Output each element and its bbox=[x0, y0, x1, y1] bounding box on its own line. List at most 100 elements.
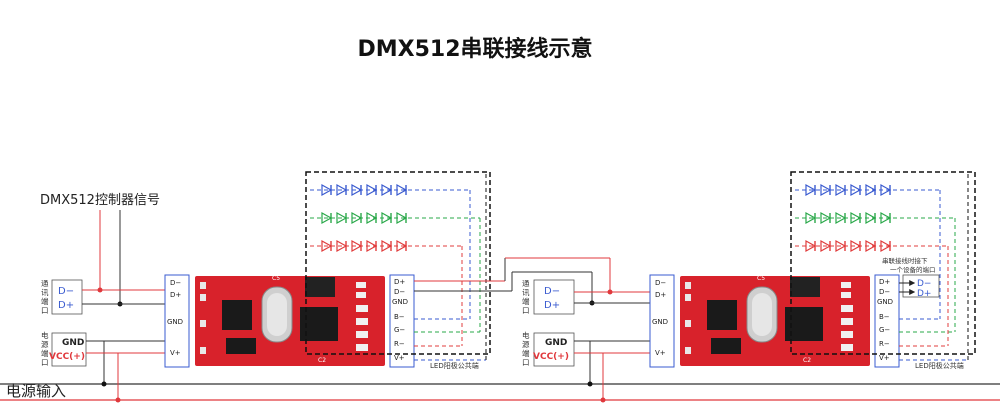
svg-text:D+: D+ bbox=[879, 278, 890, 286]
svg-text:R−: R− bbox=[879, 340, 890, 348]
led-diode-green-left bbox=[351, 211, 363, 225]
led-diode-green-left bbox=[396, 211, 408, 225]
svg-text:端: 端 bbox=[41, 348, 49, 358]
svg-text:D−: D− bbox=[170, 279, 181, 287]
power-port-label-right: 电 源 端 口 bbox=[522, 330, 530, 367]
svg-text:V+: V+ bbox=[879, 354, 890, 362]
svg-text:V+: V+ bbox=[655, 349, 666, 357]
led-diode-green-left bbox=[366, 211, 378, 225]
decoder-board-right: C5 C2 bbox=[680, 275, 870, 366]
svg-text:端: 端 bbox=[522, 348, 530, 358]
svg-text:口: 口 bbox=[41, 358, 49, 367]
led-diode-red-right bbox=[880, 239, 892, 253]
led-diode-green-left bbox=[336, 211, 348, 225]
led-diode-blue-right bbox=[850, 183, 862, 197]
led-diode-red-left bbox=[336, 239, 348, 253]
led-diode-blue-left bbox=[396, 183, 408, 197]
led-diode-green-left bbox=[381, 211, 393, 225]
svg-text:端: 端 bbox=[522, 296, 530, 306]
svg-text:C5: C5 bbox=[272, 275, 280, 282]
left-unit: 通 讯 端 口 D− D+ 电 源 端 口 GND VCC(+) D− D+ G… bbox=[41, 171, 491, 370]
svg-text:源: 源 bbox=[41, 340, 49, 349]
svg-text:GND: GND bbox=[652, 318, 668, 326]
led-diode-green-right bbox=[865, 211, 877, 225]
svg-text:D+: D+ bbox=[655, 291, 666, 299]
svg-text:电: 电 bbox=[41, 330, 49, 340]
svg-text:V+: V+ bbox=[170, 349, 181, 357]
led-diode-blue-left bbox=[336, 183, 348, 197]
svg-text:C5: C5 bbox=[757, 275, 765, 282]
led-diode-red-right bbox=[865, 239, 877, 253]
serial-note-line-2: 一个设备的端口 bbox=[890, 265, 936, 274]
svg-text:G−: G− bbox=[879, 326, 890, 334]
svg-text:GND: GND bbox=[545, 338, 567, 348]
svg-text:G−: G− bbox=[394, 326, 405, 334]
led-diode-blue-right bbox=[880, 183, 892, 197]
led-diode-red-right bbox=[820, 239, 832, 253]
svg-text:D−: D− bbox=[879, 288, 890, 296]
svg-text:讯: 讯 bbox=[522, 288, 530, 297]
d-plus-label: D+ bbox=[58, 300, 74, 311]
svg-text:R−: R− bbox=[394, 340, 405, 348]
svg-text:口: 口 bbox=[522, 358, 530, 367]
led-diode-green-right bbox=[805, 211, 817, 225]
led-string-blue-right bbox=[795, 189, 941, 320]
led-diode-red-left bbox=[381, 239, 393, 253]
power-port-label-left: 电 源 端 口 bbox=[41, 330, 49, 367]
svg-text:口: 口 bbox=[41, 306, 49, 315]
svg-text:D−: D− bbox=[544, 286, 560, 297]
led-common-anode-label-right: LED阳极公共端 bbox=[915, 361, 964, 370]
led-string-green-left bbox=[310, 217, 481, 333]
svg-text:电: 电 bbox=[522, 330, 530, 340]
svg-text:D+: D+ bbox=[170, 291, 181, 299]
led-diode-blue-right bbox=[865, 183, 877, 197]
right-unit: 通 讯 端 口 D− D+ 电 源 端 口 GND VCC(+) D− D+ G… bbox=[522, 171, 976, 370]
led-string-red-right bbox=[795, 245, 949, 347]
led-diode-red-left bbox=[351, 239, 363, 253]
led-diode-red-left bbox=[321, 239, 333, 253]
svg-text:GND: GND bbox=[877, 298, 893, 306]
led-diode-green-right bbox=[835, 211, 847, 225]
led-diode-red-left bbox=[366, 239, 378, 253]
led-diode-green-right bbox=[850, 211, 862, 225]
led-diode-green-left bbox=[321, 211, 333, 225]
svg-text:D+: D+ bbox=[917, 289, 931, 299]
svg-text:源: 源 bbox=[522, 340, 530, 349]
svg-text:VCC(+): VCC(+) bbox=[533, 352, 569, 362]
svg-text:B−: B− bbox=[394, 313, 405, 321]
led-common-anode-label-left: LED阳极公共端 bbox=[430, 361, 479, 370]
power-bus bbox=[0, 341, 1000, 403]
led-diode-blue-left bbox=[366, 183, 378, 197]
svg-text:V+: V+ bbox=[394, 354, 405, 362]
daisy-chain-link bbox=[470, 257, 613, 306]
led-diode-blue-left bbox=[351, 183, 363, 197]
led-string-red-left bbox=[310, 245, 463, 347]
svg-text:端: 端 bbox=[41, 296, 49, 306]
svg-text:C2: C2 bbox=[318, 357, 326, 364]
svg-text:通: 通 bbox=[41, 278, 49, 288]
svg-text:GND: GND bbox=[167, 318, 183, 326]
comm-port-label-right: 通 讯 端 口 bbox=[522, 278, 530, 315]
led-diode-red-right bbox=[835, 239, 847, 253]
svg-text:D−: D− bbox=[394, 288, 405, 296]
svg-text:D−: D− bbox=[917, 279, 931, 289]
led-diode-red-left bbox=[396, 239, 408, 253]
led-diode-blue-right bbox=[835, 183, 847, 197]
vcc-label: VCC(+) bbox=[49, 352, 85, 362]
led-diode-green-right bbox=[880, 211, 892, 225]
led-diode-blue-right bbox=[820, 183, 832, 197]
svg-text:口: 口 bbox=[522, 306, 530, 315]
page-title: DMX512串联接线示意 bbox=[357, 36, 592, 62]
svg-text:通: 通 bbox=[522, 278, 530, 288]
svg-text:D−: D− bbox=[655, 279, 666, 287]
svg-text:GND: GND bbox=[392, 298, 408, 306]
gnd-label: GND bbox=[62, 338, 84, 348]
decoder-board-left: C5 C2 bbox=[195, 275, 385, 366]
controller-label: DMX512控制器信号 bbox=[40, 193, 160, 208]
svg-text:D+: D+ bbox=[394, 278, 405, 286]
power-input-label: 电源输入 bbox=[6, 382, 66, 400]
led-diode-red-right bbox=[850, 239, 862, 253]
comm-port-label-left: 通 讯 端 口 bbox=[41, 278, 49, 315]
svg-text:B−: B− bbox=[879, 313, 890, 321]
